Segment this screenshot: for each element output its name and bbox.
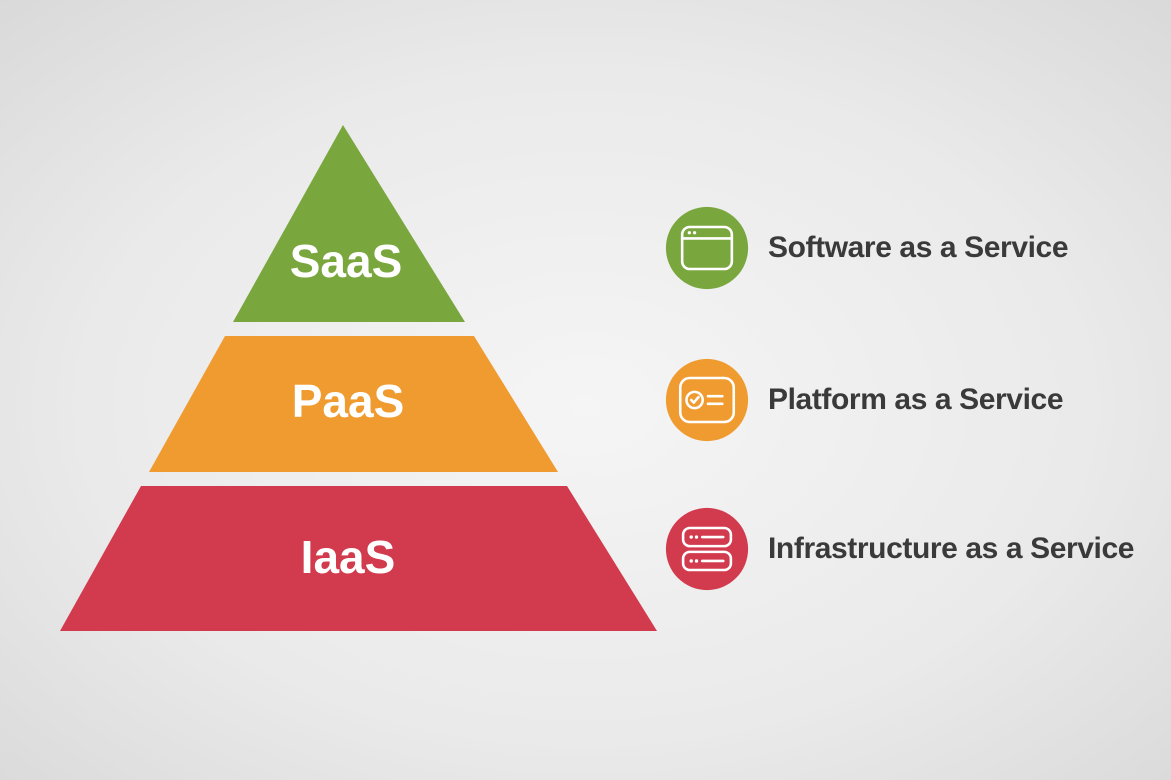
pyramid-layer-saas <box>233 125 465 322</box>
browser-window-icon <box>664 205 750 291</box>
pyramid-layer-iaas <box>60 486 657 631</box>
pyramid-label-saas: SaaS <box>290 235 403 287</box>
legend-label-saas: Software as a Service <box>768 231 1069 264</box>
legend-label-iaas: Infrastructure as a Service <box>768 532 1135 565</box>
pyramid-label-iaas: IaaS <box>301 531 396 583</box>
pyramid-layer-paas <box>149 336 558 472</box>
task-card-icon <box>664 357 750 443</box>
legend-item-paas: Platform as a Service <box>664 357 1064 443</box>
legend-label-paas: Platform as a Service <box>768 383 1064 416</box>
legend-item-saas: Software as a Service <box>664 205 1069 291</box>
legend-item-iaas: Infrastructure as a Service <box>664 506 1134 592</box>
server-stack-icon <box>664 506 750 592</box>
pyramid-label-paas: PaaS <box>292 375 405 427</box>
